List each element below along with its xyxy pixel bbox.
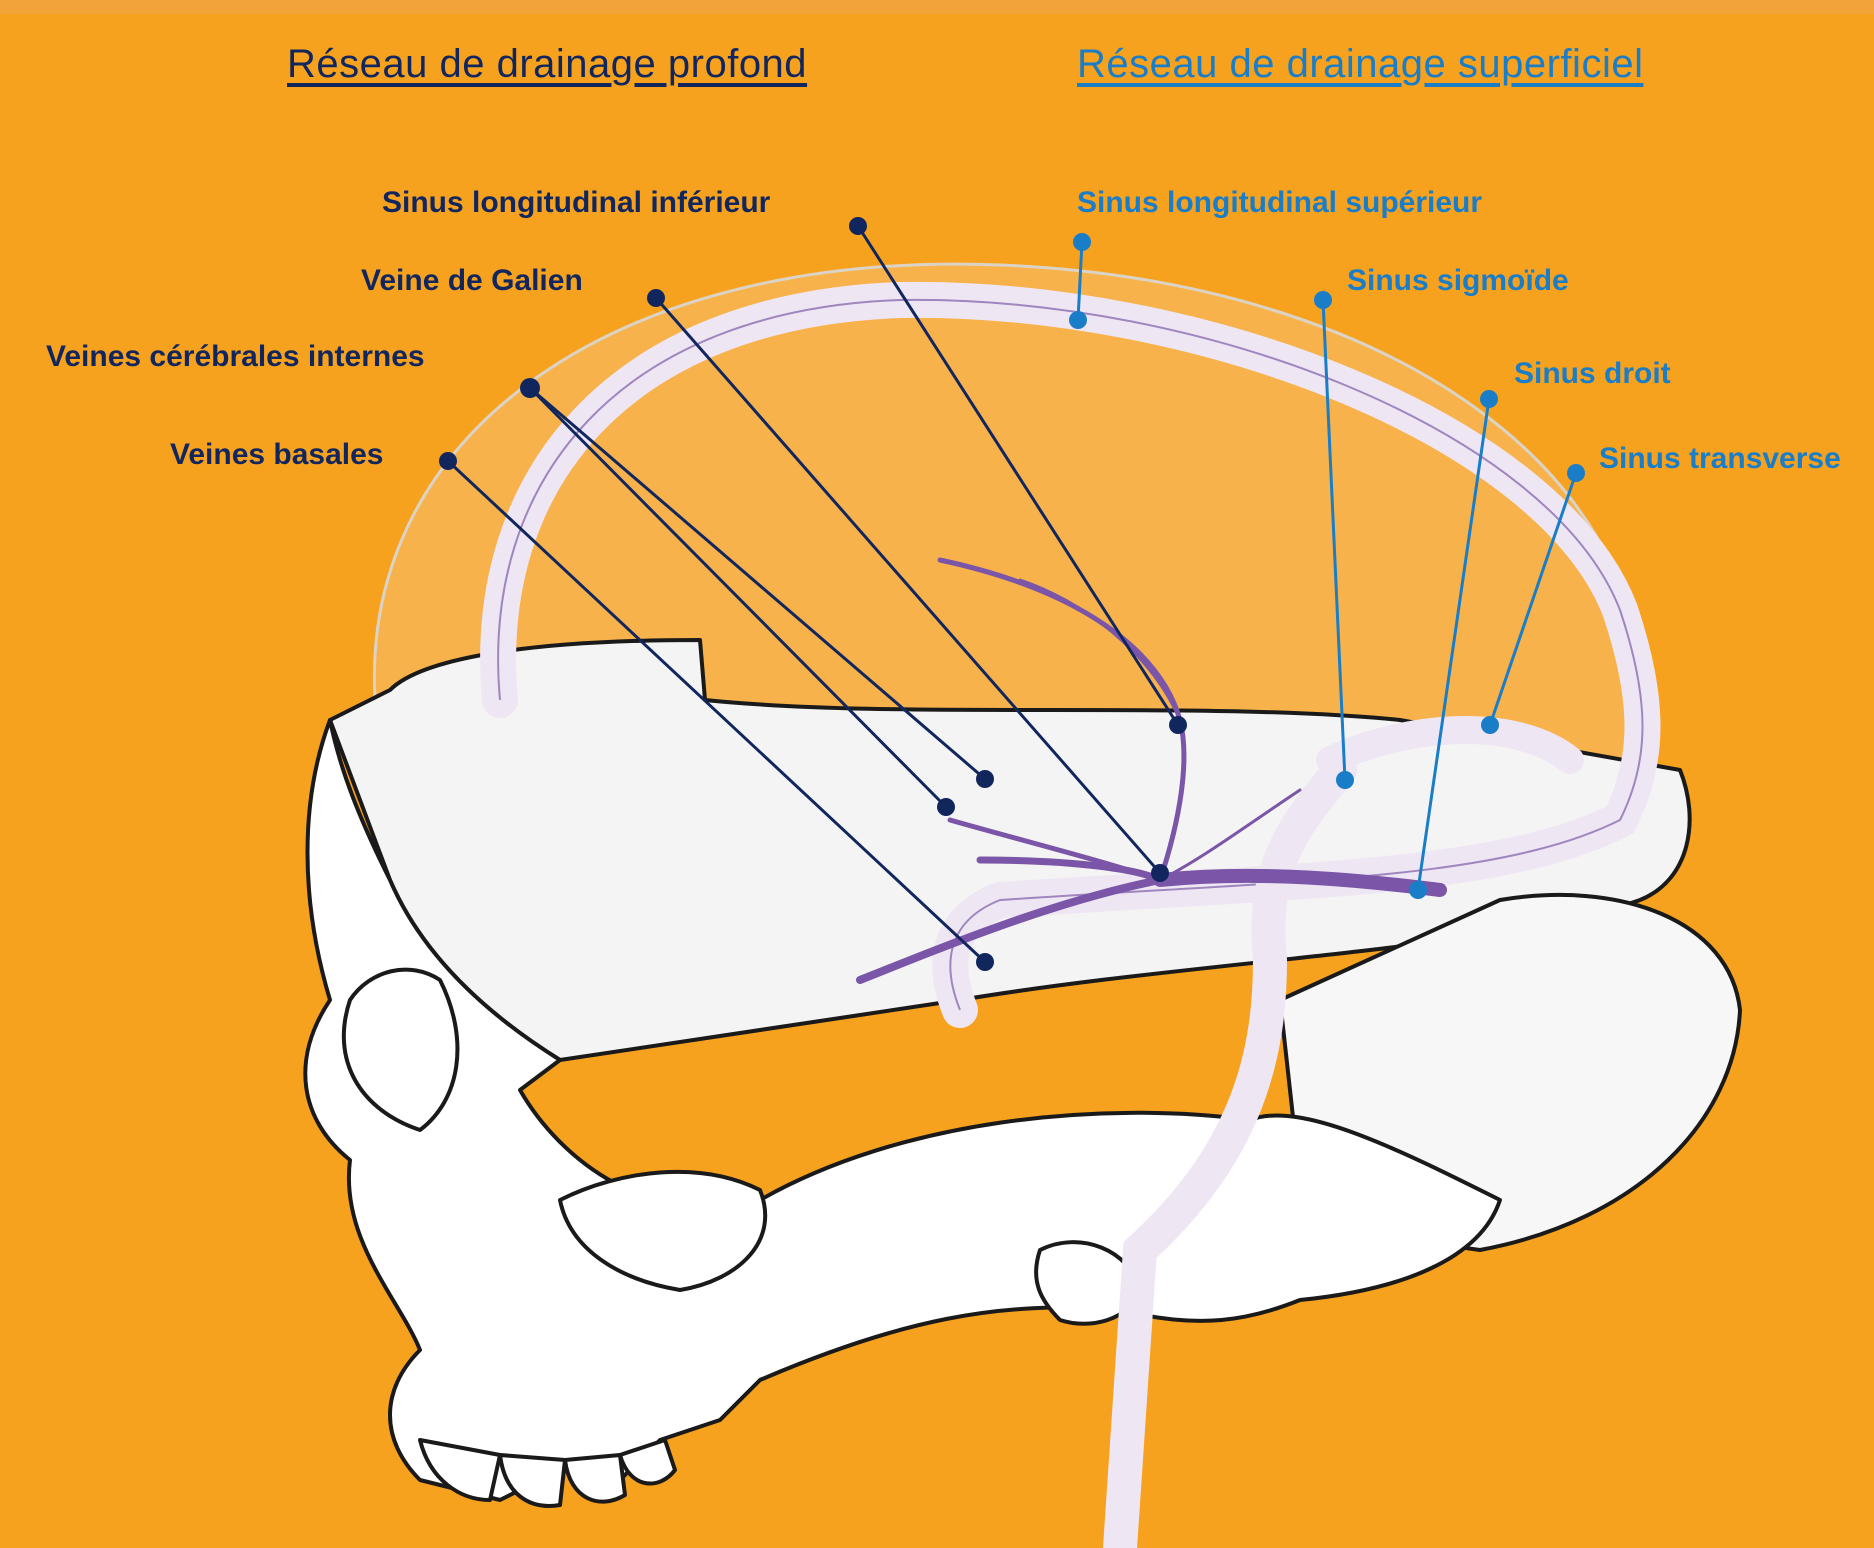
- label-inferior-longitudinal-sinus: Sinus longitudinal inférieur: [382, 186, 770, 220]
- label-straight-sinus: Sinus droit: [1514, 357, 1671, 391]
- label-internal-cerebral-veins: Veines cérébrales internes: [46, 340, 425, 374]
- heading-deep-network: Réseau de drainage profond: [287, 42, 807, 87]
- label-vein-of-galen: Veine de Galien: [361, 264, 583, 298]
- label-sigmoid-sinus: Sinus sigmoïde: [1347, 264, 1569, 298]
- label-superior-longitudinal-sinus: Sinus longitudinal supérieur: [1077, 186, 1482, 220]
- label-basal-veins: Veines basales: [170, 438, 384, 472]
- label-transverse-sinus: Sinus transverse: [1599, 442, 1841, 476]
- heading-superficial-network: Réseau de drainage superficiel: [1077, 42, 1643, 87]
- skull-illustration: [305, 640, 1740, 1506]
